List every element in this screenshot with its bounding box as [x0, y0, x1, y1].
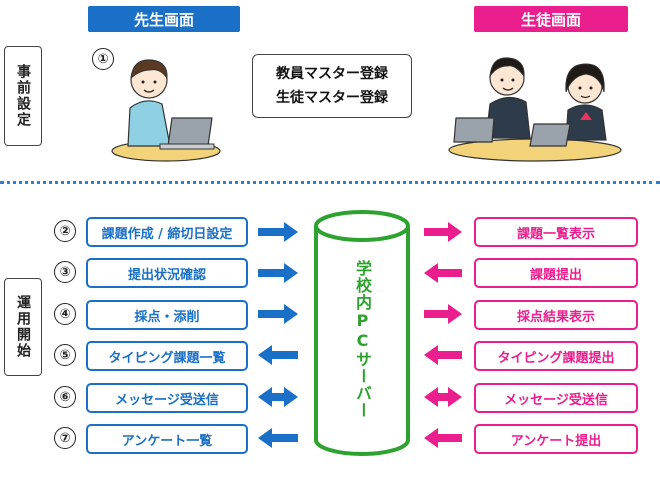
- student-box-grading-results: 採点結果表示: [474, 300, 638, 330]
- step-number-3: ③: [54, 261, 76, 283]
- server-label: 学校内PCサーバー: [318, 260, 406, 450]
- arrow-7-server-to-teacher: [258, 428, 298, 448]
- arrow-5-server-to-teacher: [258, 345, 298, 365]
- teacher-box-typing-list: タイピング課題一覧: [86, 341, 248, 371]
- student-box-survey-submit: アンケート提出: [474, 424, 638, 454]
- student-box-typing-submit: タイピング課題提出: [474, 341, 638, 371]
- arrow-6-server-student-both: [424, 387, 462, 407]
- setup-side-label: 事前設定: [4, 46, 42, 146]
- step-number-7: ⑦: [54, 427, 76, 449]
- teacher-arrows: [258, 222, 298, 448]
- setup-side-label-text: 事前設定: [15, 64, 31, 128]
- teacher-box-grading: 採点・添削: [86, 300, 248, 330]
- master-registration-box: 教員マスター登録 生徒マスター登録: [252, 54, 412, 118]
- teacher-box-assignment-create: 課題作成 / 締切日設定: [86, 217, 248, 247]
- arrow-7-student-to-server: [424, 428, 462, 448]
- step-number-6: ⑥: [54, 386, 76, 408]
- step-number-5: ⑤: [54, 344, 76, 366]
- operation-side-label-text: 運用開始: [15, 295, 31, 359]
- server-label-text: 学校内PCサーバー: [353, 260, 372, 419]
- teacher-screen-header: 先生画面: [88, 6, 240, 32]
- student-box-messages: メッセージ受送信: [474, 383, 638, 413]
- arrow-6-teacher-server-both: [258, 387, 298, 407]
- student-arrows: [424, 222, 462, 448]
- teacher-box-submission-status: 提出状況確認: [86, 258, 248, 288]
- teacher-master-label: 教員マスター登録: [276, 66, 388, 82]
- school-pc-server-cylinder: [314, 210, 410, 456]
- arrow-4-server-to-student: [424, 304, 462, 324]
- students-laptop-icon: [448, 57, 622, 162]
- arrow-3-student-to-server: [424, 263, 462, 283]
- arrow-3-teacher-to-server: [258, 263, 298, 283]
- arrow-2-server-to-student: [424, 222, 462, 242]
- student-box-assignment-list: 課題一覧表示: [474, 217, 638, 247]
- step-number-2: ②: [54, 220, 76, 242]
- step-number-1: ①: [92, 48, 114, 70]
- student-master-label: 生徒マスター登録: [276, 90, 388, 106]
- student-box-assignment-submit: 課題提出: [474, 258, 638, 288]
- arrow-2-teacher-to-server: [258, 222, 298, 242]
- student-screen-header: 生徒画面: [474, 6, 628, 32]
- arrow-4-teacher-to-server: [258, 304, 298, 324]
- teacher-box-survey-list: アンケート一覧: [86, 424, 248, 454]
- operation-side-label: 運用開始: [4, 278, 42, 376]
- section-divider: [0, 181, 660, 184]
- teacher-laptop-icon: [111, 59, 221, 162]
- teacher-box-messages: メッセージ受送信: [86, 383, 248, 413]
- step-number-4: ④: [54, 303, 76, 325]
- arrow-5-student-to-server: [424, 345, 462, 365]
